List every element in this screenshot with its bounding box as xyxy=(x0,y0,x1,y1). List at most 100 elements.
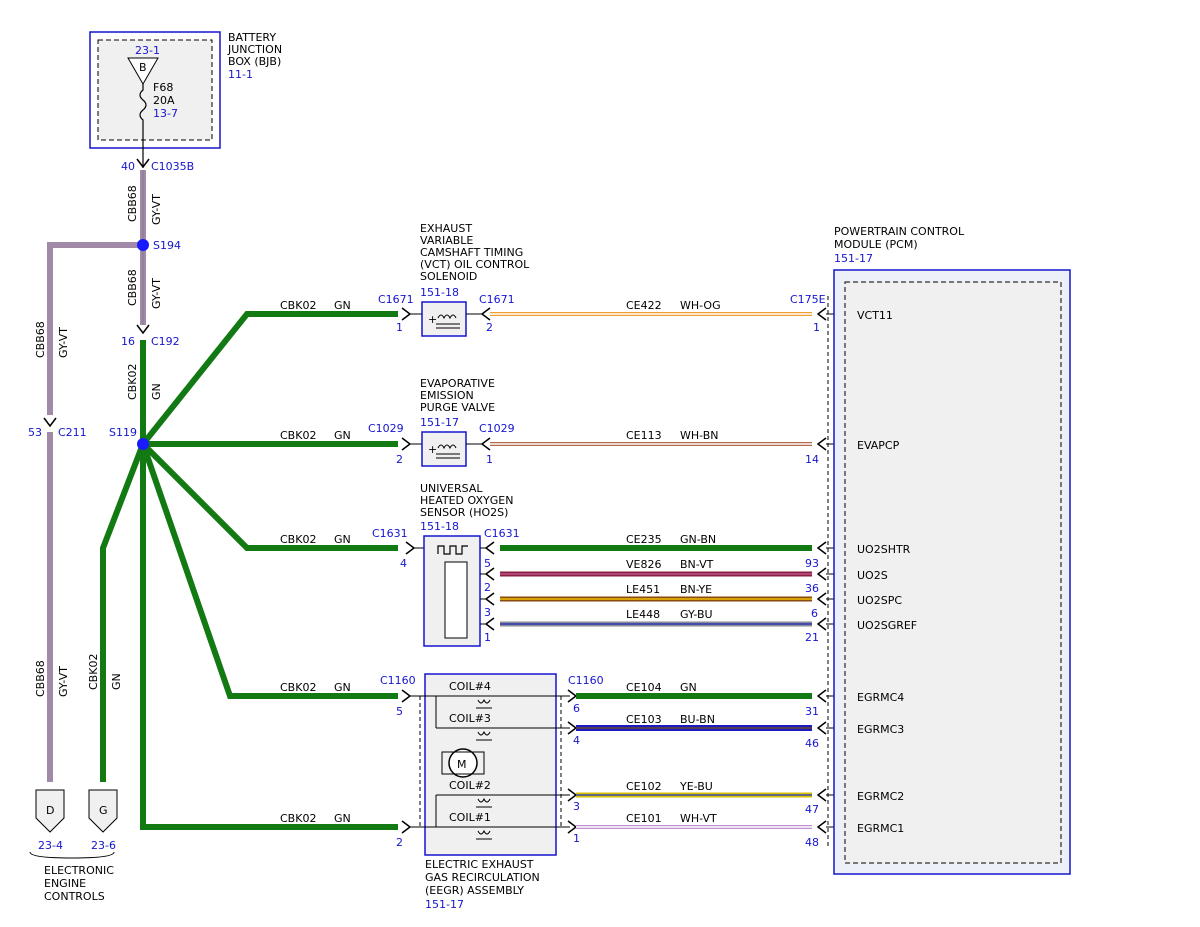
bjb-title-1: BATTERY xyxy=(228,31,276,44)
eegr-title-3: (EEGR) ASSEMBLY xyxy=(425,884,524,897)
eegr-pin-6: 6 xyxy=(573,702,580,715)
le451-color: BN-YE xyxy=(680,583,712,596)
ce235-circuit: CE235 xyxy=(626,533,662,546)
fuse-ref: 13-7 xyxy=(153,107,178,120)
evap-in-color: GN xyxy=(334,429,351,442)
wire-ce235: 5 CE235 GN-BN 93 xyxy=(484,533,850,570)
pcm-signal-egrmc4: EGRMC4 xyxy=(857,691,904,704)
evap-title-1: EVAPORATIVE xyxy=(420,377,495,390)
vct-title-5: SOLENOID xyxy=(420,270,477,283)
left-color-lower: GY-VT xyxy=(57,666,70,697)
ce422-circuit: CE422 xyxy=(626,299,662,312)
bjb-ref: 11-1 xyxy=(228,68,253,81)
battery-junction-box: 23-1 B F68 20A 13-7 BATTERY JUNCTION BOX… xyxy=(89,31,282,149)
evap-title-3: PURGE VALVE xyxy=(420,401,495,414)
connector-c211-arrow xyxy=(43,417,57,428)
c192-pin: 16 xyxy=(121,335,135,348)
evap-in-circuit: CBK02 xyxy=(280,429,316,442)
bjb-title-2: JUNCTION xyxy=(227,43,282,56)
main-feed-wire: 40 C1035B CBB68 GY-VT CBB68 GY-VT 16 C19… xyxy=(121,148,194,444)
coil-1-label: COIL#1 xyxy=(449,811,491,824)
le448-circuit: LE448 xyxy=(626,608,660,621)
pcm-pin-uo2shtr: 93 xyxy=(805,557,819,570)
wire-ce101: 1 CE101 WH-VT 48 xyxy=(567,812,850,849)
vct-title-4: (VCT) OIL CONTROL xyxy=(420,258,530,271)
ve826-color: BN-VT xyxy=(680,558,714,571)
pcm-signal-uo2sgref: UO2SGREF xyxy=(857,619,917,632)
feed-color-mid: GY-VT xyxy=(150,278,163,309)
pcm-title-2: MODULE (PCM) xyxy=(834,238,918,251)
eegr-out-connector: C1160 xyxy=(568,674,604,687)
ground-d-label: D xyxy=(46,804,54,817)
connector-c192: C192 xyxy=(151,335,180,348)
left-color-upper: GY-VT xyxy=(57,327,70,358)
ho2s-out-connector: C1631 xyxy=(484,527,520,540)
pcm-signal-uo2spc: UO2SPC xyxy=(857,594,902,607)
eegr-assembly: CBK02 GN CBK02 GN C1160 5 2 COIL#4 COIL#… xyxy=(280,673,604,911)
feed-circuit-upper: CBB68 xyxy=(126,185,139,222)
ve826-circuit: VE826 xyxy=(626,558,661,571)
ce101-color: WH-VT xyxy=(680,812,717,825)
ground-g-label: G xyxy=(99,804,108,817)
ce102-color: YE-BU xyxy=(679,780,713,793)
ho2s-ref: 151-18 xyxy=(420,520,459,533)
splice-s119-label: S119 xyxy=(109,426,137,439)
fuse-name: F68 xyxy=(153,81,173,94)
pcm-pin-vct11: 1 xyxy=(813,321,820,334)
le451-circuit: LE451 xyxy=(626,583,660,596)
ho2s-in-circuit: CBK02 xyxy=(280,533,316,546)
pcm-pin-egrmc2: 47 xyxy=(805,803,819,816)
ground-brace xyxy=(29,851,115,859)
ce235-color: GN-BN xyxy=(680,533,716,546)
pcm-title-1: POWERTRAIN CONTROL xyxy=(834,225,965,238)
vct-title-2: VARIABLE xyxy=(420,234,473,247)
pcm-signal-uo2shtr: UO2SHTR xyxy=(857,543,911,556)
fuse-rating: 20A xyxy=(153,94,175,107)
ground-caption-2: ENGINE xyxy=(44,877,86,890)
ho2s-in-connector: C1631 xyxy=(372,527,408,540)
pcm-pin-uo2spc: 6 xyxy=(811,607,818,620)
ho2s-pin-1: 1 xyxy=(484,631,491,644)
evap-purge-valve: CBK02 GN C1029 2 + 1 C1029 EVAPORATIVE E… xyxy=(280,377,515,467)
vct-in-pin: 1 xyxy=(396,321,403,334)
wire-ce104: 6 CE104 GN 31 xyxy=(567,681,850,718)
eegr-title-2: GAS RECIRCULATION xyxy=(425,871,540,884)
pcm-signal-evapcp: EVAPCP xyxy=(857,439,900,452)
evap-in-connector: C1029 xyxy=(368,422,404,435)
evap-out-connector: C1029 xyxy=(479,422,515,435)
vct-title-1: EXHAUST xyxy=(420,222,472,235)
wire-ve826: 2 VE826 BN-VT 36 xyxy=(484,558,850,595)
ce113-color: WH-BN xyxy=(680,429,719,442)
pcm-signal-vct11: VCT11 xyxy=(857,309,893,322)
s119-fanout-wires xyxy=(100,311,398,830)
wire-ce113: CE113 WH-BN 14 xyxy=(490,429,850,466)
pcm-signal-uo2s: UO2S xyxy=(857,569,888,582)
ho2s-title-3: SENSOR (HO2S) xyxy=(420,506,508,519)
eegr-pin-4: 4 xyxy=(573,734,580,747)
ground-d-ref: 23-4 xyxy=(38,839,63,852)
vct-in-color: GN xyxy=(334,299,351,312)
ground-terminal-d: D 23-4 xyxy=(35,789,65,852)
eegr-pin-3: 3 xyxy=(573,800,580,813)
eegr-in-connector: C1160 xyxy=(380,674,416,687)
ce103-circuit: CE103 xyxy=(626,713,662,726)
ground-g-ref: 23-6 xyxy=(91,839,116,852)
bjb-title-3: BOX (BJB) xyxy=(228,55,281,68)
coil-2-label: COIL#2 xyxy=(449,779,491,792)
svg-text:+: + xyxy=(428,313,437,326)
ho2s-pin-3: 3 xyxy=(484,606,491,619)
bjb-bus-label: B xyxy=(139,61,147,74)
ground-caption-1: ELECTRONIC xyxy=(44,864,114,877)
ce422-color: WH-OG xyxy=(680,299,721,312)
c211-pin: 53 xyxy=(28,426,42,439)
connector-c192-arrow xyxy=(136,324,150,335)
splice-s194 xyxy=(137,239,149,251)
vct-out-pin: 2 xyxy=(486,321,493,334)
wire-ce422: CE422 WH-OG C175E 1 xyxy=(490,293,850,334)
vct-in-circuit: CBK02 xyxy=(280,299,316,312)
pcm-signal-egrmc3: EGRMC3 xyxy=(857,723,904,736)
pcm-connector-c175e: C175E xyxy=(790,293,826,306)
wire-le451: 3 LE451 BN-YE 6 xyxy=(484,583,850,620)
ho2s-pin-2: 2 xyxy=(484,581,491,594)
pcm-signal-egrmc1: EGRMC1 xyxy=(857,822,904,835)
